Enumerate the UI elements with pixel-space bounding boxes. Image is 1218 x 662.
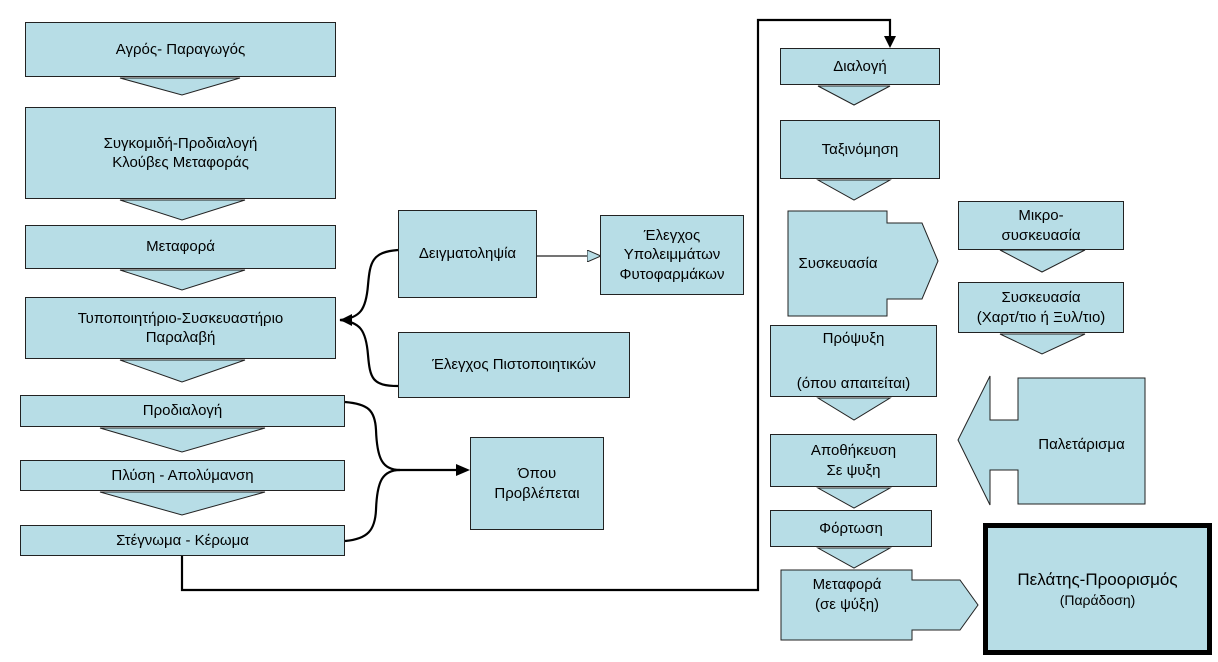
- pack2-line-2: (Χαρτ/τιο ή Ξυλ/τιο): [976, 308, 1106, 326]
- dry-to-where-line: [344, 468, 401, 543]
- brace-arrow-head: [340, 314, 352, 326]
- customer-line-2: (Παράδοση): [1059, 591, 1136, 608]
- harvest-line-2: Κλούβες Μεταφοράς: [112, 154, 249, 171]
- micro-line-2: συσκευασία: [1001, 226, 1081, 244]
- down-arrow-1: [119, 77, 241, 96]
- storage-line-2: Σε ψυξη: [826, 461, 881, 479]
- micro-packing-box: Μικρο- συσκευασία: [958, 201, 1124, 250]
- grading-box: Ταξινόμηση: [780, 120, 940, 179]
- down-arrow-5: [99, 427, 266, 453]
- palletizing-arrow-shape: [957, 375, 1146, 506]
- residue-line-1: Έλεγχος: [643, 226, 701, 244]
- palletizing-label: Παλετάρισμα: [1038, 436, 1125, 453]
- sorting-label: Διαλογή: [833, 57, 887, 75]
- down-arrow-r4: [816, 487, 892, 509]
- packhouse-box: Τυποποιητήριο-Συσκευαστήριο Παραλαβή: [25, 297, 336, 359]
- long-connector-head: [884, 36, 896, 48]
- pack2-line-1: Συσκευασία: [1001, 289, 1081, 306]
- residue-line-3: Φυτοφαρμάκων: [619, 265, 725, 283]
- harvest-box: Συγκομιδή-Προδιαλογή Κλούβες Μεταφοράς: [25, 107, 336, 199]
- dry-box: Στέγνωμα - Κέρωμα: [20, 525, 345, 556]
- packing-label: Συσκευασία: [798, 255, 878, 272]
- down-arrow-6: [99, 491, 266, 516]
- where-line-2: Προβλέπεται: [494, 484, 580, 502]
- transport-cold-line-1: Μεταφορά: [812, 576, 882, 593]
- packing-label-wrap: Συσκευασία: [790, 254, 886, 274]
- down-arrow-fr1: [999, 249, 1086, 273]
- residue-line-2: Υπολειμμάτων: [623, 246, 721, 264]
- transport-label: Μεταφορά: [146, 238, 215, 256]
- precool-line-1: Πρόψυξη: [822, 330, 885, 347]
- customer-line-1: Πελάτης-Προορισμός: [1017, 569, 1178, 589]
- where-arrow-head: [456, 464, 470, 476]
- micro-line-1: Μικρο-: [1018, 207, 1064, 224]
- down-arrow-2: [119, 199, 246, 221]
- sampling-box: Δειγματοληψία: [398, 210, 537, 298]
- where-provided-box: Όπου Προβλέπεται: [470, 437, 604, 530]
- presort-to-where-line: [344, 400, 460, 472]
- long-connector: [180, 18, 892, 592]
- customer-destination-box: Πελάτης-Προορισμός (Παράδοση): [983, 523, 1212, 655]
- storage-line-1: Αποθήκευση: [810, 442, 897, 459]
- storage-box: Αποθήκευση Σε ψυξη: [770, 434, 937, 487]
- farm-producer-box: Αγρός- Παραγωγός: [25, 22, 336, 77]
- down-arrow-r3: [816, 397, 892, 421]
- farm-label: Αγρός- Παραγωγός: [115, 40, 246, 58]
- down-arrow-3: [119, 269, 246, 291]
- down-arrow-r2: [816, 179, 892, 201]
- down-arrow-fr2: [999, 333, 1086, 355]
- harvest-line-1: Συγκομιδή-Προδιαλογή: [103, 134, 258, 152]
- down-arrow-4: [119, 359, 246, 383]
- sampling-label: Δειγματοληψία: [418, 245, 517, 263]
- packhouse-line-2: Παραλαβή: [145, 329, 216, 346]
- cert-label: Έλεγχος Πιστοποιητικών: [432, 356, 596, 374]
- presort-label: Προδιαλογή: [142, 402, 223, 420]
- packing-arrow-shape: [787, 210, 939, 317]
- down-arrow-r1: [817, 85, 891, 106]
- where-line-1: Όπου: [517, 465, 557, 482]
- residue-box: Έλεγχος Υπολειμμάτων Φυτοφαρμάκων: [600, 215, 744, 295]
- dry-label: Στέγνωμα - Κέρωμα: [116, 531, 249, 549]
- down-arrow-r5: [816, 547, 892, 569]
- precool-line-2: (όπου απαιτείται): [796, 374, 911, 392]
- transport-box: Μεταφορά: [25, 225, 336, 269]
- grading-label: Ταξινόμηση: [821, 140, 899, 158]
- presort-box: Προδιαλογή: [20, 395, 345, 427]
- transport-cold-line-2: (σε ψύξη): [814, 595, 880, 613]
- certificate-check-box: Έλεγχος Πιστοποιητικών: [398, 332, 630, 398]
- loading-box: Φόρτωση: [770, 510, 932, 547]
- carton-packing-box: Συσκευασία (Χαρτ/τιο ή Ξυλ/τιο): [958, 282, 1124, 333]
- loading-label: Φόρτωση: [819, 519, 883, 537]
- palletizing-label-wrap: Παλετάρισμα: [1018, 435, 1145, 455]
- packhouse-line-1: Τυποποιητήριο-Συσκευαστήριο: [77, 309, 284, 327]
- wash-label: Πλύση - Απολύμανση: [111, 466, 254, 484]
- wash-box: Πλύση - Απολύμανση: [20, 460, 345, 491]
- transport-arrow-shape: [780, 569, 979, 641]
- sorting-box: Διαλογή: [780, 48, 940, 85]
- transport-cold-label-wrap: Μεταφορά (σε ψύξη): [782, 575, 912, 614]
- precool-box: Πρόψυξη (όπου απαιτείται): [770, 325, 937, 397]
